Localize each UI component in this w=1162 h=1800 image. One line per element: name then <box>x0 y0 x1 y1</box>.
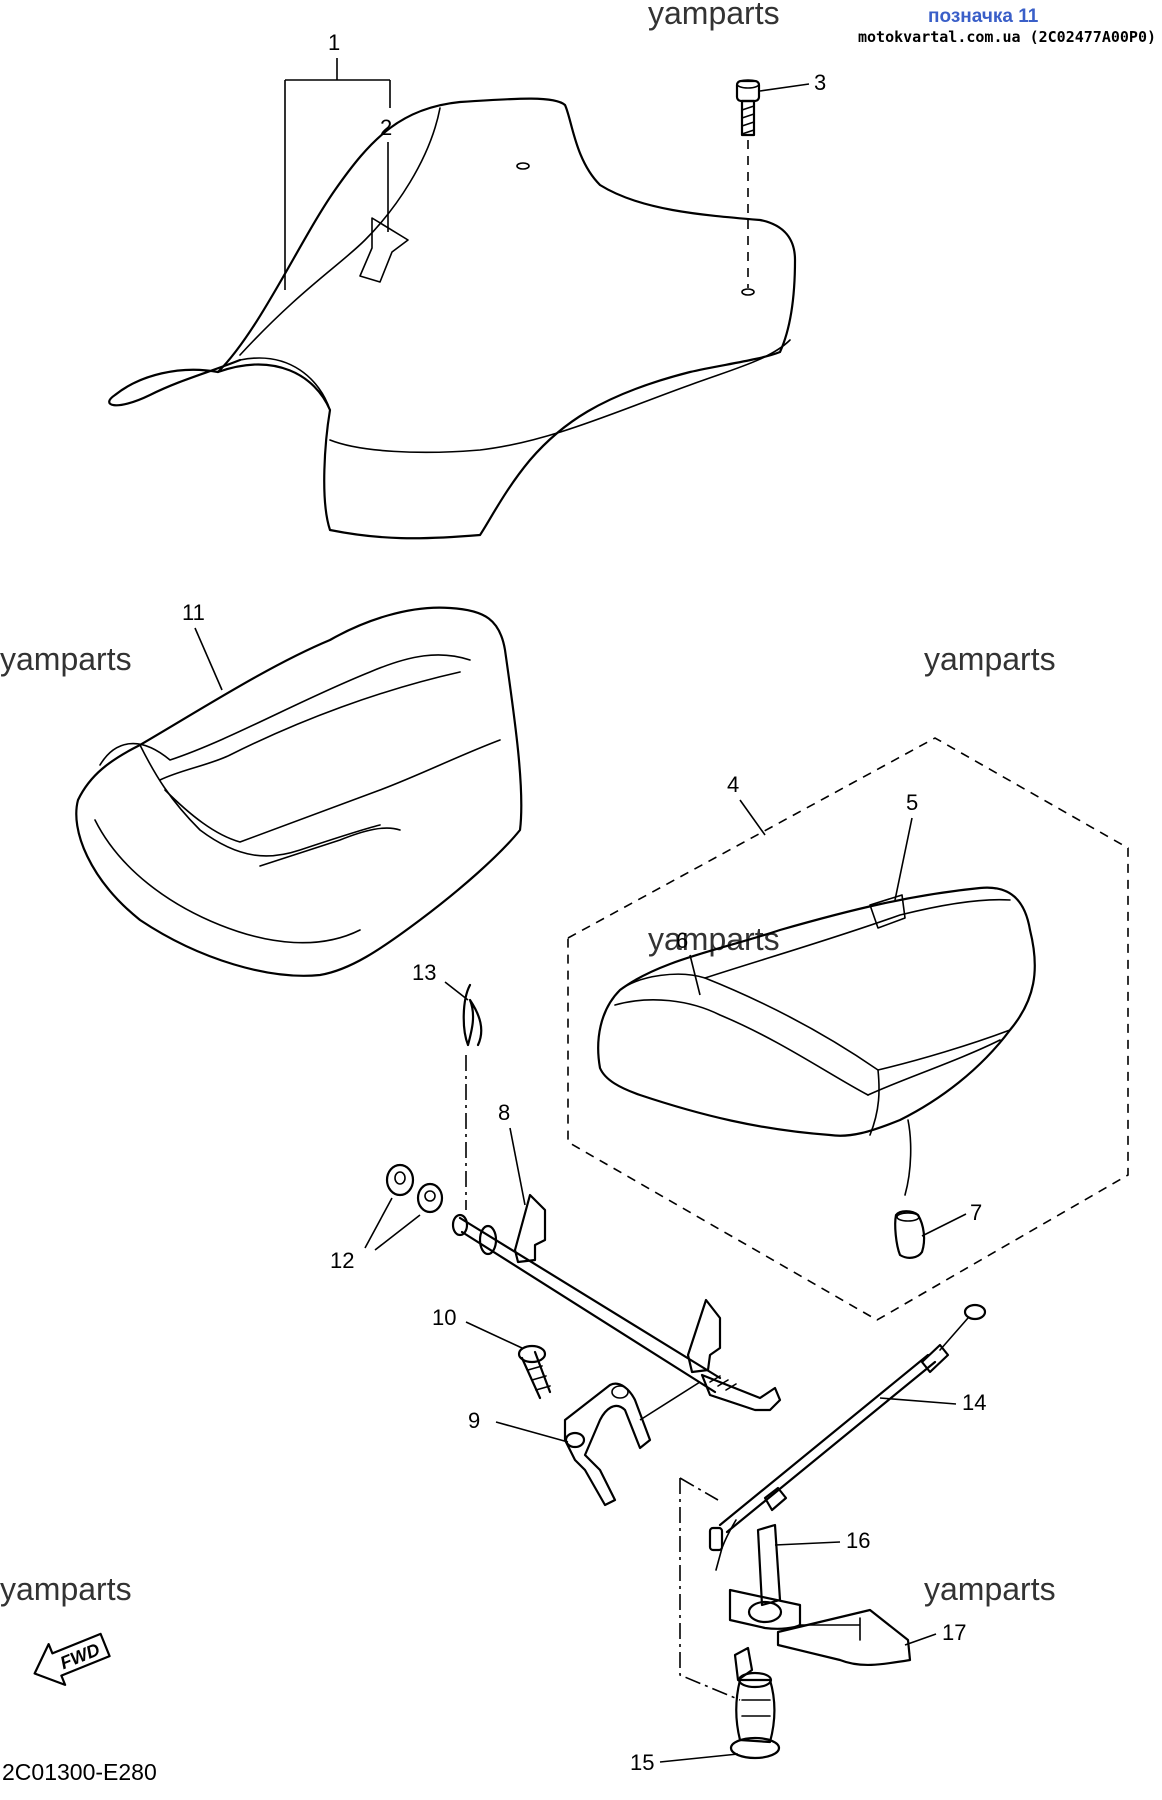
watermark-right-bottom: yamparts <box>924 1571 1056 1607</box>
watermark-center: yamparts <box>648 921 780 957</box>
clip-13 <box>462 983 483 1210</box>
callout-12: 12 <box>330 1248 354 1273</box>
callout-11: 11 <box>182 600 205 625</box>
callout-8: 8 <box>498 1100 510 1125</box>
callout-14: 14 <box>962 1390 986 1415</box>
callout-15: 15 <box>630 1750 654 1775</box>
seat-cowl-11 <box>75 606 523 977</box>
callout-6: 6 <box>676 928 688 953</box>
callout-4: 4 <box>727 772 739 797</box>
clip-16 <box>756 1523 782 1607</box>
rider-seat <box>108 97 797 540</box>
callout-3: 3 <box>814 70 826 95</box>
callout-13: 13 <box>412 960 436 985</box>
rear-seat-4 <box>597 886 1036 1196</box>
callout-1: 1 <box>328 30 340 55</box>
callout-17: 17 <box>942 1620 966 1645</box>
bolt-3 <box>735 79 761 288</box>
bolt-10 <box>517 1344 552 1400</box>
lock-cylinder-15 <box>679 1477 781 1760</box>
callout-7: 7 <box>970 1200 982 1225</box>
fwd-arrow-icon: FWD <box>33 1632 111 1686</box>
callout-10: 10 <box>432 1305 456 1330</box>
plate-17 <box>728 1588 912 1667</box>
cable-14 <box>708 1303 987 1571</box>
header-site: motokvartal.com.ua (2C02477A00P0) <box>858 28 1156 46</box>
watermark-top: yamparts <box>648 0 780 31</box>
damper-pair-12 <box>385 1163 444 1214</box>
assembly-outline-4 <box>567 737 1129 1321</box>
bracket-9 <box>563 1381 701 1507</box>
callout-2: 2 <box>380 115 392 140</box>
damper-7 <box>894 1210 926 1259</box>
watermark-left-bottom: yamparts <box>0 1571 132 1607</box>
watermark-left-mid: yamparts <box>0 641 132 677</box>
lock-rod-8 <box>451 1193 782 1412</box>
header-label: позначка 11 <box>928 6 1039 27</box>
diagram-code: 2C01300-E280 <box>2 1759 157 1785</box>
watermark-right-mid: yamparts <box>924 641 1056 677</box>
callout-9: 9 <box>468 1408 480 1433</box>
callout-5: 5 <box>906 790 918 815</box>
callout-16: 16 <box>846 1528 870 1553</box>
